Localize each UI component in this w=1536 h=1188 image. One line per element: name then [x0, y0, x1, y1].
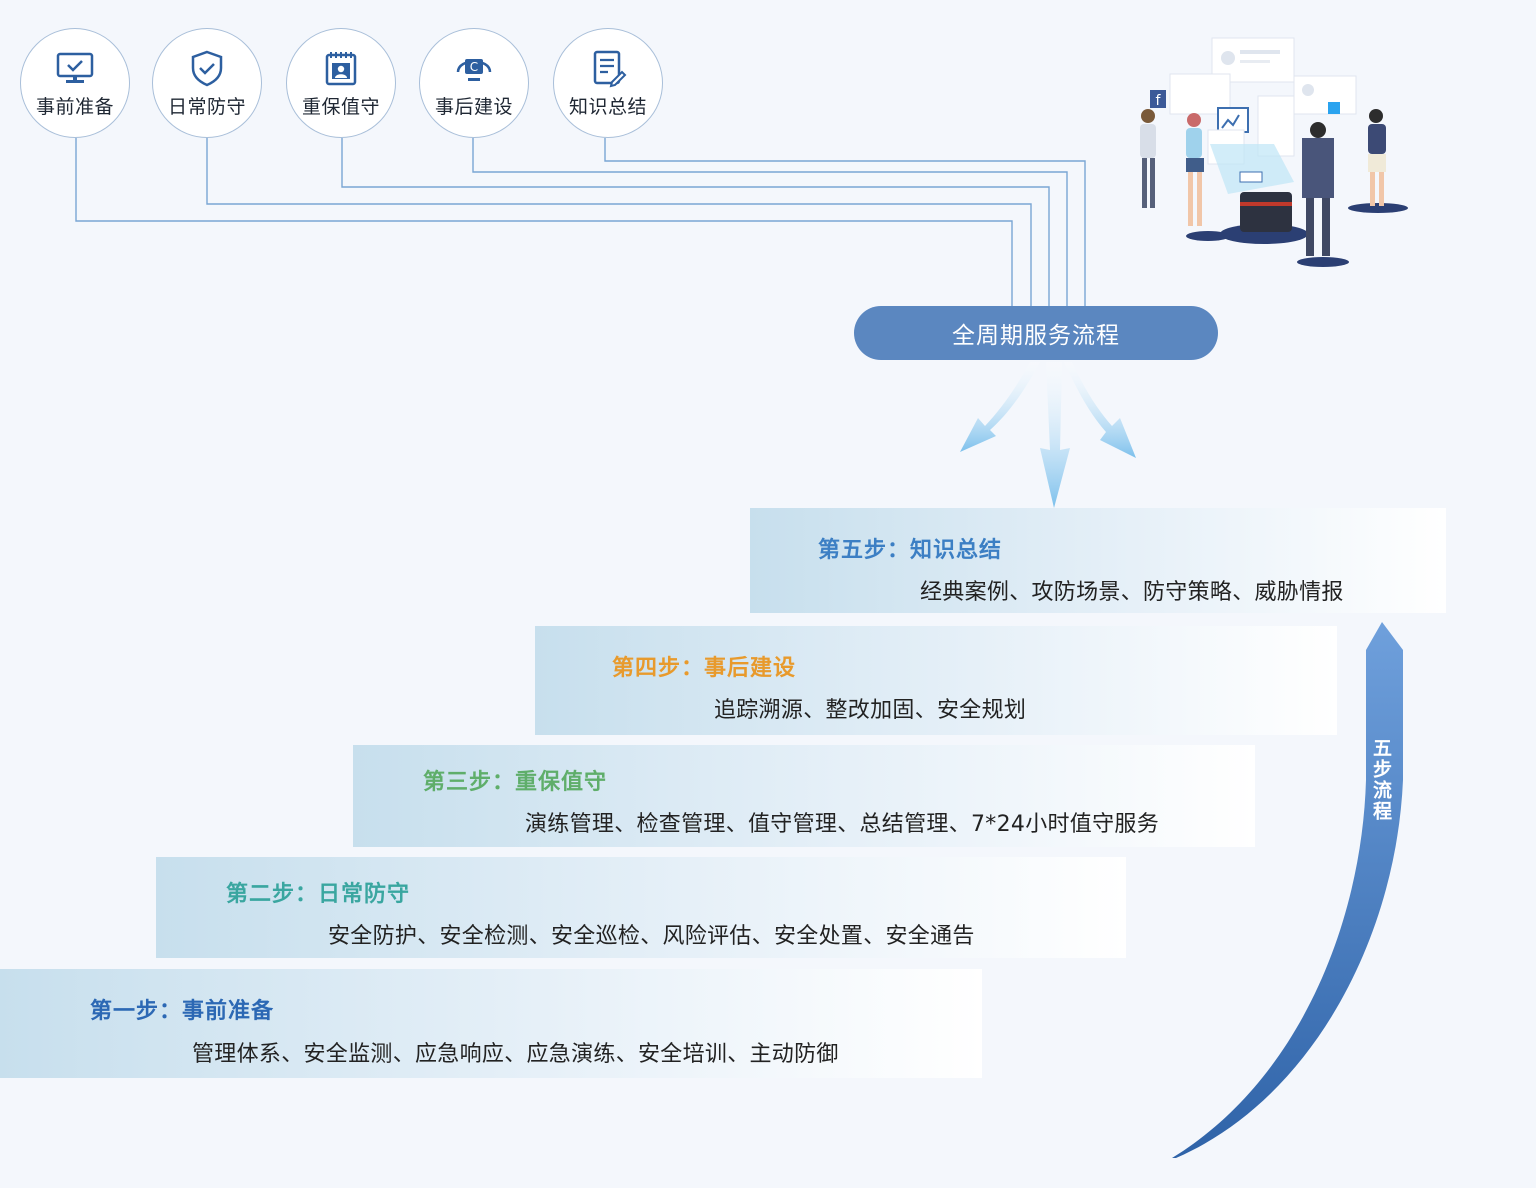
- monitor-check-icon: [56, 52, 94, 83]
- phase-label: 事前准备: [35, 95, 114, 118]
- phase-label: 重保值守: [301, 95, 380, 118]
- team-illustration: f: [1140, 37, 1408, 267]
- center-label: 全周期服务流程: [952, 323, 1120, 349]
- svg-text:f: f: [1156, 93, 1162, 109]
- step-title: 第五步：知识总结: [818, 538, 1003, 563]
- phase-circle-post[interactable]: C 事后建设: [419, 28, 529, 138]
- step-title: 第二步：日常防守: [226, 882, 411, 907]
- step-title: 第三步：重保值守: [423, 770, 608, 795]
- phase-circle-guard[interactable]: 重保值守: [286, 28, 396, 138]
- step-3-band: 第三步：重保值守 演练管理、检查管理、值守管理、总结管理、7*24小时值守服务: [353, 745, 1255, 847]
- step-detail: 追踪溯源、整改加固、安全规划: [714, 698, 1027, 723]
- phase-circle-knowledge[interactable]: 知识总结: [553, 28, 663, 138]
- step-title: 第一步：事前准备: [90, 999, 275, 1024]
- phase-label: 日常防守: [167, 95, 246, 118]
- step-1-band: 第一步：事前准备 管理体系、安全监测、应急响应、应急演练、安全培训、主动防御: [0, 969, 982, 1078]
- branch-arrows: [960, 362, 1136, 508]
- step-detail: 经典案例、攻防场景、防守策略、威胁情报: [920, 580, 1344, 605]
- shield-check-icon: [191, 50, 223, 86]
- step-title: 第四步：事后建设: [612, 656, 797, 681]
- svg-text:C: C: [470, 60, 478, 74]
- step-detail: 演练管理、检查管理、值守管理、总结管理、7*24小时值守服务: [525, 812, 1159, 837]
- step-4-band: 第四步：事后建设 追踪溯源、整改加固、安全规划: [535, 626, 1337, 735]
- five-step-arrow: [1172, 622, 1403, 1158]
- monitor-c-icon: C: [456, 58, 492, 81]
- five-step-label: 五步流程: [1370, 738, 1392, 822]
- document-pen-icon: [593, 50, 627, 87]
- center-process-pill[interactable]: 全周期服务流程: [854, 306, 1218, 360]
- step-2-band: 第二步：日常防守 安全防护、安全检测、安全巡检、风险评估、安全处置、安全通告: [156, 857, 1126, 958]
- phase-label: 事后建设: [434, 95, 513, 118]
- step-5-band: 第五步：知识总结 经典案例、攻防场景、防守策略、威胁情报: [750, 508, 1446, 613]
- phase-circle-daily[interactable]: 日常防守: [152, 28, 262, 138]
- phase-circle-prep[interactable]: 事前准备: [20, 28, 130, 138]
- phase-label: 知识总结: [568, 95, 647, 118]
- calendar-person-icon: [325, 51, 357, 85]
- step-detail: 安全防护、安全检测、安全巡检、风险评估、安全处置、安全通告: [328, 924, 975, 949]
- step-detail: 管理体系、安全监测、应急响应、应急演练、安全培训、主动防御: [192, 1042, 839, 1067]
